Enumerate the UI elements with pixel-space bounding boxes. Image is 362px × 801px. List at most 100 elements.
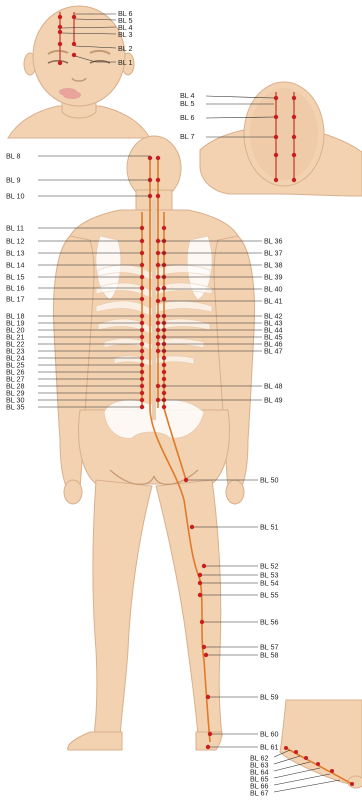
label-bl47: BL 47 [264,347,283,356]
point-bl25 [140,363,144,367]
label-bl16: BL 16 [6,284,25,293]
label-head-bl2: BL 2 [118,44,133,53]
label-bl49: BL 49 [264,396,283,405]
front-head-labels: BL 6 BL 5 BL 4 BL 3 BL 2 BL 1 [118,9,133,67]
point-bl54 [198,581,202,585]
point-bl29 [140,391,144,395]
point-bl41 [156,299,160,303]
top-head-illustration [200,82,362,196]
point-bl43 [156,321,160,325]
point-bl61 [206,745,210,749]
label-bl51: BL 51 [260,523,279,532]
label-bl41: BL 41 [264,297,283,306]
label-bl8: BL 8 [6,152,21,161]
label-top-bl6: BL 6 [180,113,195,122]
point-bl48 [156,384,160,388]
point-bl49 [156,398,160,402]
label-bl12: BL 12 [6,237,25,246]
point-bl30 [140,398,144,402]
label-bl56: BL 56 [260,618,279,627]
point-mirror-bl24 [162,356,166,360]
point-bl44 [156,328,160,332]
point-bl23 [140,349,144,353]
point-bl56 [200,620,204,624]
label-bl52: BL 52 [260,562,279,571]
point-bl53 [198,573,202,577]
point-bl40 [156,287,160,291]
label-bl37: BL 37 [264,249,283,258]
point-bl16 [140,286,144,290]
point-mirror-bl16 [162,286,166,290]
point-bl55 [198,593,202,597]
point-bl57 [202,645,206,649]
point-bl28 [140,384,144,388]
point-bl51 [190,525,194,529]
point-bl11 [140,226,144,230]
label-bl13: BL 13 [6,249,25,258]
point-mirror-bl27 [162,377,166,381]
label-bl14: BL 14 [6,261,25,270]
point-mirror-bl29 [162,391,166,395]
point-mirror-bl35 [162,405,166,409]
leader-bl67 [274,780,340,792]
point-bl20 [140,328,144,332]
label-top-bl7: BL 7 [180,132,195,141]
point-bl46 [156,342,160,346]
label-bl9: BL 9 [6,176,21,185]
label-bl48: BL 48 [264,382,283,391]
point-bl24 [140,356,144,360]
label-bl60: BL 60 [260,730,279,739]
label-bl54: BL 54 [260,579,279,588]
label-top-bl5: BL 5 [180,99,195,108]
label-bl36: BL 36 [264,237,283,246]
point-bl14 [140,263,144,267]
label-bl38: BL 38 [264,261,283,270]
point-bl47 [156,349,160,353]
label-bl50: BL 50 [260,476,279,485]
point-bl39 [156,275,160,279]
point-bl27 [140,377,144,381]
point-bl37 [156,251,160,255]
point-bl50 [184,478,188,482]
label-head-bl1: BL 1 [118,58,133,67]
label-bl11: BL 11 [6,224,24,233]
label-bl35: BL 35 [6,403,25,412]
point-bl36 [156,239,160,243]
label-bl15: BL 15 [6,273,25,282]
point-bl21 [140,335,144,339]
point-bl38 [156,263,160,267]
label-bl55: BL 55 [260,591,279,600]
top-head-labels: BL 4 BL 5 BL 6 BL 7 [180,91,195,141]
label-head-bl3: BL 3 [118,30,133,39]
point-bl45 [156,335,160,339]
label-bl17: BL 17 [6,295,25,304]
label-bl58: BL 58 [260,651,279,660]
point-bl59 [206,695,210,699]
point-bl42 [156,314,160,318]
label-bl67: BL 67 [250,789,269,797]
label-bl39: BL 39 [264,273,283,282]
label-bl10: BL 10 [6,192,25,201]
label-bl59: BL 59 [260,693,279,702]
point-mirror-bl17 [162,297,166,301]
foot-illustration [280,700,362,788]
point-bl12 [140,239,144,243]
point-bl35 [140,405,144,409]
point-bl58 [204,653,208,657]
point-mirror-bl11 [162,226,166,230]
label-bl40: BL 40 [264,285,283,294]
point-bl52 [202,564,206,568]
point-bl13 [140,251,144,255]
point-bl60 [208,732,212,736]
point-bl18 [140,314,144,318]
point-mirror-bl26 [162,370,166,374]
point-mirror-bl25 [162,363,166,367]
point-bl15 [140,275,144,279]
point-bl22 [140,342,144,346]
point-bl17 [140,297,144,301]
point-bl26 [140,370,144,374]
label-bl61: BL 61 [260,743,279,752]
point-bl19 [140,321,144,325]
